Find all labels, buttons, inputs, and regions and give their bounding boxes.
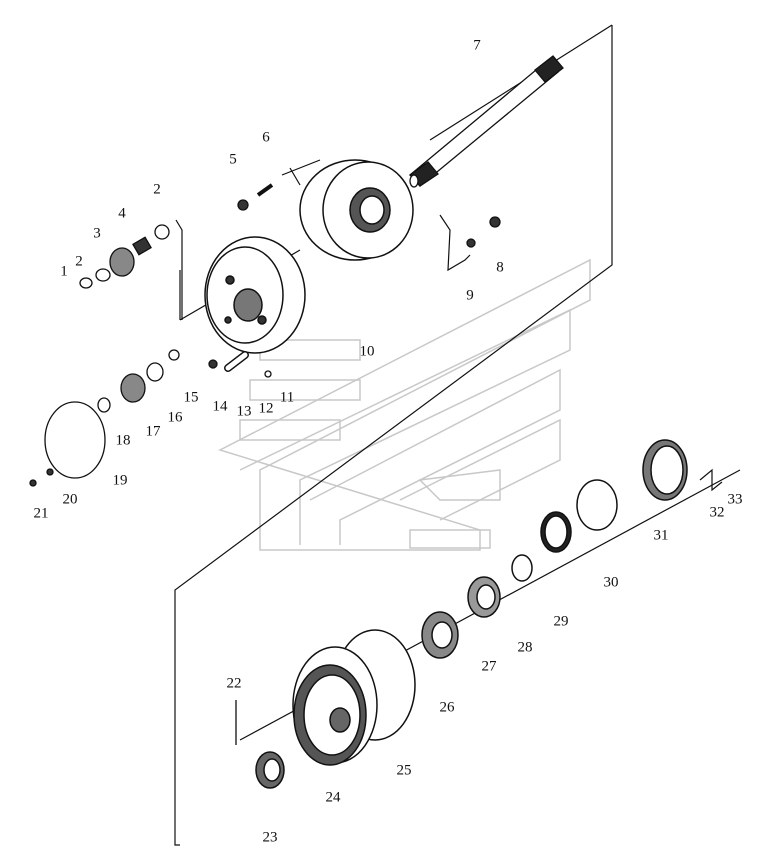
callout-3: 3 — [93, 225, 101, 242]
callout-2a: 2 — [75, 253, 83, 270]
small-parts — [29, 183, 501, 745]
callout-17: 17 — [145, 423, 161, 440]
callout-13: 13 — [236, 403, 252, 420]
callout-21: 21 — [33, 505, 49, 522]
callout-12: 12 — [258, 400, 274, 417]
callout-14: 14 — [212, 398, 228, 415]
callout-4: 4 — [118, 205, 126, 222]
callout-23: 23 — [262, 829, 278, 846]
watermark-logo — [218, 258, 591, 551]
callout-26: 26 — [439, 699, 455, 716]
callout-16: 16 — [167, 409, 183, 426]
lower-assembly — [255, 439, 688, 789]
callout-24: 24 — [325, 789, 341, 806]
callout-20: 20 — [62, 491, 78, 508]
callout-7: 7 — [473, 37, 481, 54]
callout-27: 27 — [481, 658, 497, 675]
callout-6: 6 — [262, 129, 270, 146]
callout-1: 1 — [60, 263, 68, 280]
callout-11: 11 — [279, 389, 295, 406]
hub-part-10 — [299, 159, 414, 261]
callout-22: 22 — [226, 675, 242, 692]
callout-9: 9 — [466, 287, 474, 304]
callout-32: 32 — [709, 504, 725, 521]
callout-2b: 2 — [153, 181, 161, 198]
callout-5: 5 — [229, 151, 237, 168]
callout-19: 19 — [112, 472, 128, 489]
callout-18: 18 — [115, 432, 131, 449]
callout-28: 28 — [517, 639, 533, 656]
callout-33: 33 — [727, 491, 743, 508]
callout-30: 30 — [603, 574, 619, 591]
callout-8: 8 — [496, 259, 504, 276]
callout-29: 29 — [553, 613, 569, 630]
callout-31: 31 — [653, 527, 669, 544]
carrier-part-11 — [204, 236, 306, 354]
callout-25: 25 — [396, 762, 412, 779]
callout-15: 15 — [183, 389, 199, 406]
shaft-part-7 — [409, 55, 564, 188]
callout-10: 10 — [359, 343, 375, 360]
